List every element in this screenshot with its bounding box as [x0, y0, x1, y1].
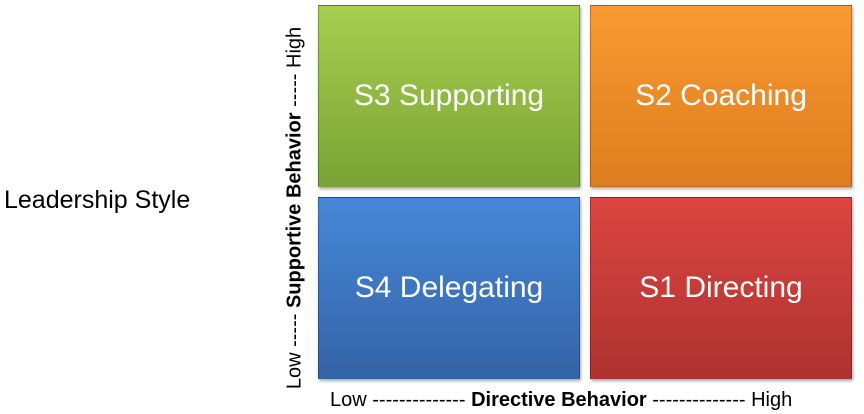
x-axis-low: Low -------------- — [330, 389, 466, 411]
quadrant-s1-directing: S1 Directing — [590, 197, 852, 379]
quadrant-label: S3 Supporting — [353, 79, 545, 112]
y-axis-low: Low ----- — [283, 313, 306, 390]
x-axis-high: -------------- High — [652, 389, 793, 411]
quadrant-s2-coaching: S2 Coaching — [590, 5, 852, 187]
diagram-title: Leadership Style — [4, 186, 191, 214]
quadrant-label: S4 Delegating — [354, 271, 544, 304]
quadrant-s4-delegating: S4 Delegating — [318, 197, 580, 379]
x-axis-title: Directive Behavior — [471, 389, 647, 411]
x-axis-label: Low -------------- Directive Behavior --… — [330, 389, 792, 412]
y-axis-label: Low ----- Supportive Behavior ----- High — [284, 27, 307, 389]
y-axis-title: Supportive Behavior — [283, 112, 306, 309]
quadrant-s3-supporting: S3 Supporting — [318, 5, 580, 187]
y-axis-high: ----- High — [283, 26, 306, 107]
quadrant-label: S1 Directing — [639, 271, 803, 304]
quadrant-label: S2 Coaching — [635, 79, 807, 112]
